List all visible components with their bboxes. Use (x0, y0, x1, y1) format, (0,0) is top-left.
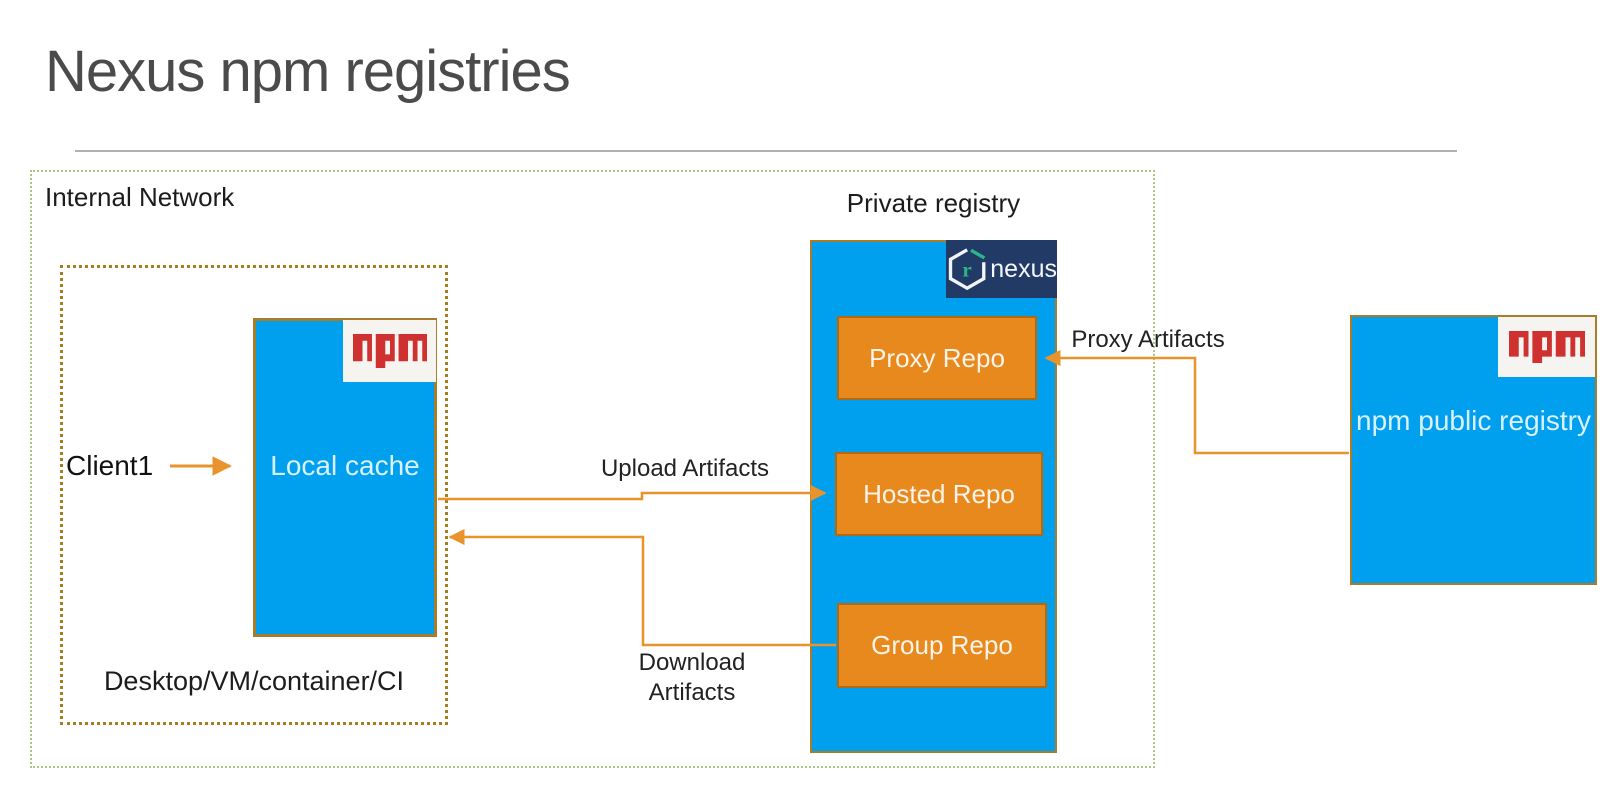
npm-logo (343, 320, 436, 382)
upload-artifacts-label: Upload Artifacts (600, 455, 770, 482)
page-title: Nexus npm registries (45, 39, 571, 104)
proxy-repo-node: Proxy Repo (837, 316, 1037, 400)
group-repo-label: Group Repo (871, 630, 1013, 660)
internal-network-label: Internal Network (45, 182, 235, 212)
internal-network-region (30, 170, 1155, 768)
proxy-artifacts-label: Proxy Artifacts (1071, 326, 1225, 353)
public-registry-label: npm public registry (1356, 405, 1591, 436)
proxy-repo-label: Proxy Repo (869, 342, 1005, 373)
desktop-group-label: Desktop/VM/container/CI (103, 666, 405, 696)
client-label: Client1 (66, 450, 154, 481)
download-artifacts-label: Download Artifacts (638, 649, 746, 706)
svg-text:r: r (962, 258, 971, 282)
nexus-logo: r nexus (946, 240, 1057, 298)
npm-logo (1498, 317, 1595, 377)
local-cache-label: Local cache (270, 450, 420, 481)
nexus-logo-text: nexus (990, 254, 1057, 283)
private-registry-label: Private registry (846, 188, 1021, 218)
title-divider (75, 150, 1457, 152)
hosted-repo-node: Hosted Repo (835, 452, 1043, 536)
group-repo-node: Group Repo (837, 603, 1047, 688)
hosted-repo-label: Hosted Repo (863, 478, 1015, 509)
